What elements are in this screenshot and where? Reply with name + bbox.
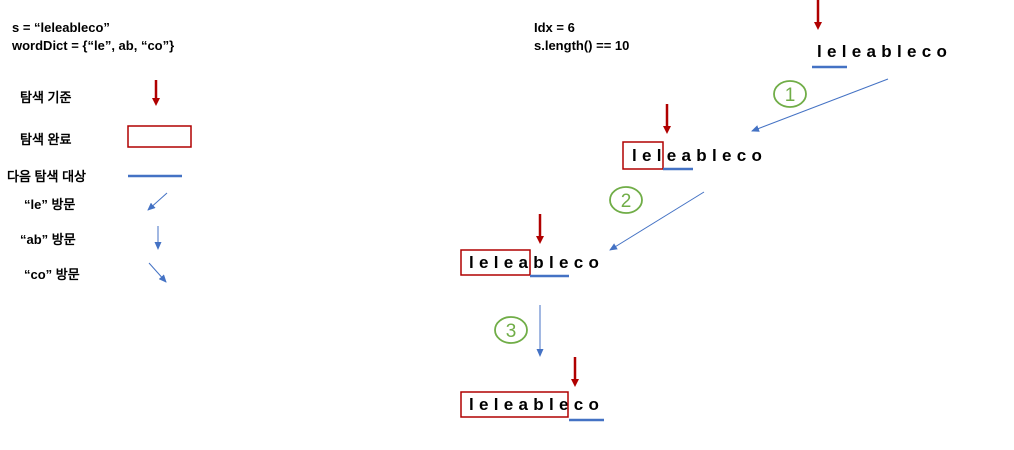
step-label-2-circle xyxy=(609,186,643,214)
sequence-step-1: leleableco xyxy=(632,146,768,165)
sequence-step-3: leleableco xyxy=(469,395,605,414)
sequence-step-2: leleableco xyxy=(469,253,605,272)
legend-arrow-co-icon xyxy=(148,262,167,283)
index-value: Idx = 6 xyxy=(534,20,575,35)
transition-2-arrow xyxy=(609,191,705,251)
step-label-2: 2 xyxy=(621,191,632,212)
string-definition: s = “leleableco” xyxy=(12,20,110,35)
step1-search-done-box xyxy=(622,141,664,170)
legend-red-box-icon xyxy=(127,125,192,148)
step-label-3-circle xyxy=(494,316,528,344)
step2-search-done-box xyxy=(460,249,531,276)
legend-search-done-label: 탐색 완료 xyxy=(20,132,72,147)
word-dict-definition: wordDict = {“le”, ab, “co”} xyxy=(12,38,175,53)
step-label-1-circle xyxy=(773,80,807,108)
step-label-3: 3 xyxy=(506,321,517,342)
length-check: s.length() == 10 xyxy=(534,38,630,53)
legend-visit-le-label: “le” 방문 xyxy=(24,197,76,212)
legend-next-target-label: 다음 탐색 대상 xyxy=(7,169,86,184)
legend-visit-co-label: “co” 방문 xyxy=(24,267,80,282)
step-label-1: 1 xyxy=(785,85,796,106)
legend-visit-ab-label: “ab” 방문 xyxy=(20,232,76,247)
legend-arrow-le-icon xyxy=(147,192,168,211)
step3-search-done-box xyxy=(460,391,569,418)
transition-1-arrow xyxy=(751,78,889,132)
sequence-step-0: leleableco xyxy=(817,42,953,61)
legend-search-criterion-label: 탐색 기준 xyxy=(20,90,72,105)
